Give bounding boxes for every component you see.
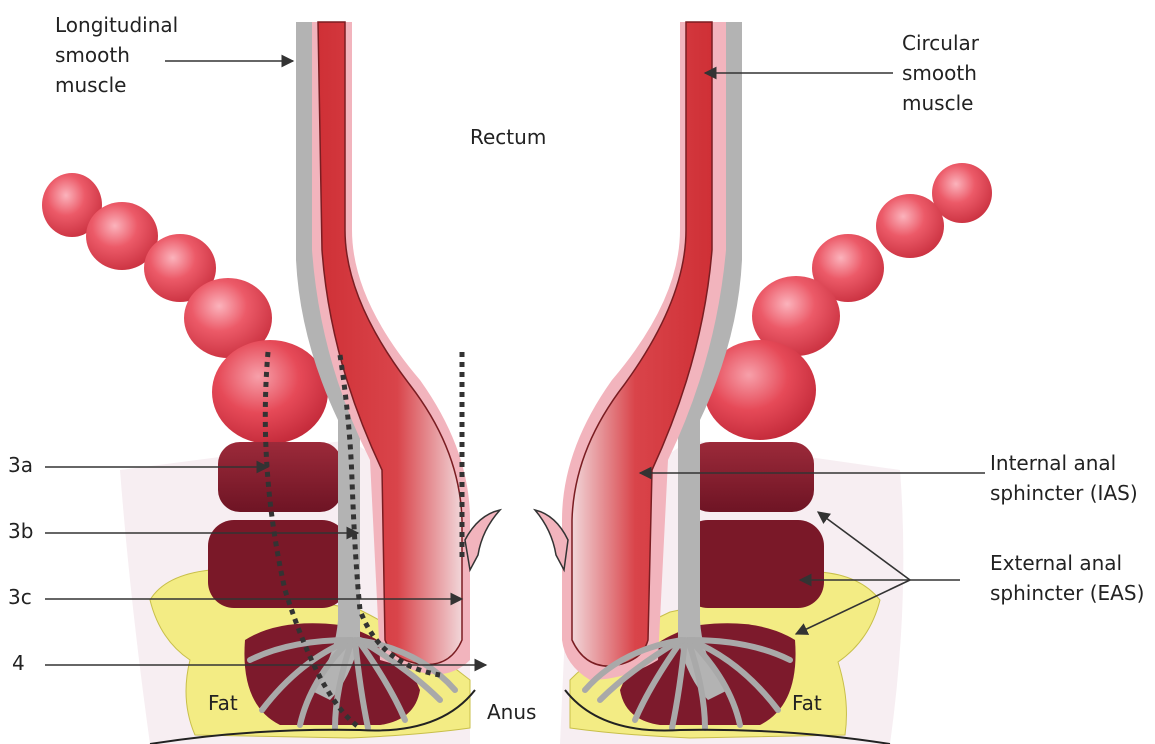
label-longitudinal-line2: smooth bbox=[55, 40, 178, 70]
label-grade-4: 4 bbox=[12, 648, 25, 678]
label-grade-3b: 3b bbox=[8, 516, 33, 546]
label-longitudinal-smooth-muscle: Longitudinal smooth muscle bbox=[55, 10, 178, 100]
label-ias-line1: Internal anal bbox=[990, 448, 1138, 478]
eas-block-3a-right bbox=[688, 442, 814, 512]
external-sphincter-balls-right bbox=[704, 163, 992, 440]
label-ias-line2: sphincter (IAS) bbox=[990, 478, 1138, 508]
label-longitudinal-line3: muscle bbox=[55, 70, 178, 100]
label-fat-right: Fat bbox=[792, 688, 822, 718]
label-eas-line2: sphincter (EAS) bbox=[990, 578, 1144, 608]
label-fat-left: Fat bbox=[208, 688, 238, 718]
anal-margin-left bbox=[465, 510, 500, 570]
label-external-anal-sphincter: External anal sphincter (EAS) bbox=[990, 548, 1144, 608]
label-circular-line2: smooth bbox=[902, 58, 979, 88]
label-eas-line1: External anal bbox=[990, 548, 1144, 578]
label-grade-3c: 3c bbox=[8, 582, 32, 612]
label-longitudinal-line1: Longitudinal bbox=[55, 10, 178, 40]
label-circular-smooth-muscle: Circular smooth muscle bbox=[902, 28, 979, 118]
label-circular-line3: muscle bbox=[902, 88, 979, 118]
label-internal-anal-sphincter: Internal anal sphincter (IAS) bbox=[990, 448, 1138, 508]
label-grade-3a: 3a bbox=[8, 450, 33, 480]
label-circular-line1: Circular bbox=[902, 28, 979, 58]
eas-block-3b-right bbox=[682, 520, 824, 608]
external-sphincter-balls-left bbox=[42, 173, 328, 444]
eas-block-3a-left bbox=[218, 442, 342, 512]
label-anus: Anus bbox=[487, 697, 536, 727]
label-rectum: Rectum bbox=[470, 122, 546, 152]
